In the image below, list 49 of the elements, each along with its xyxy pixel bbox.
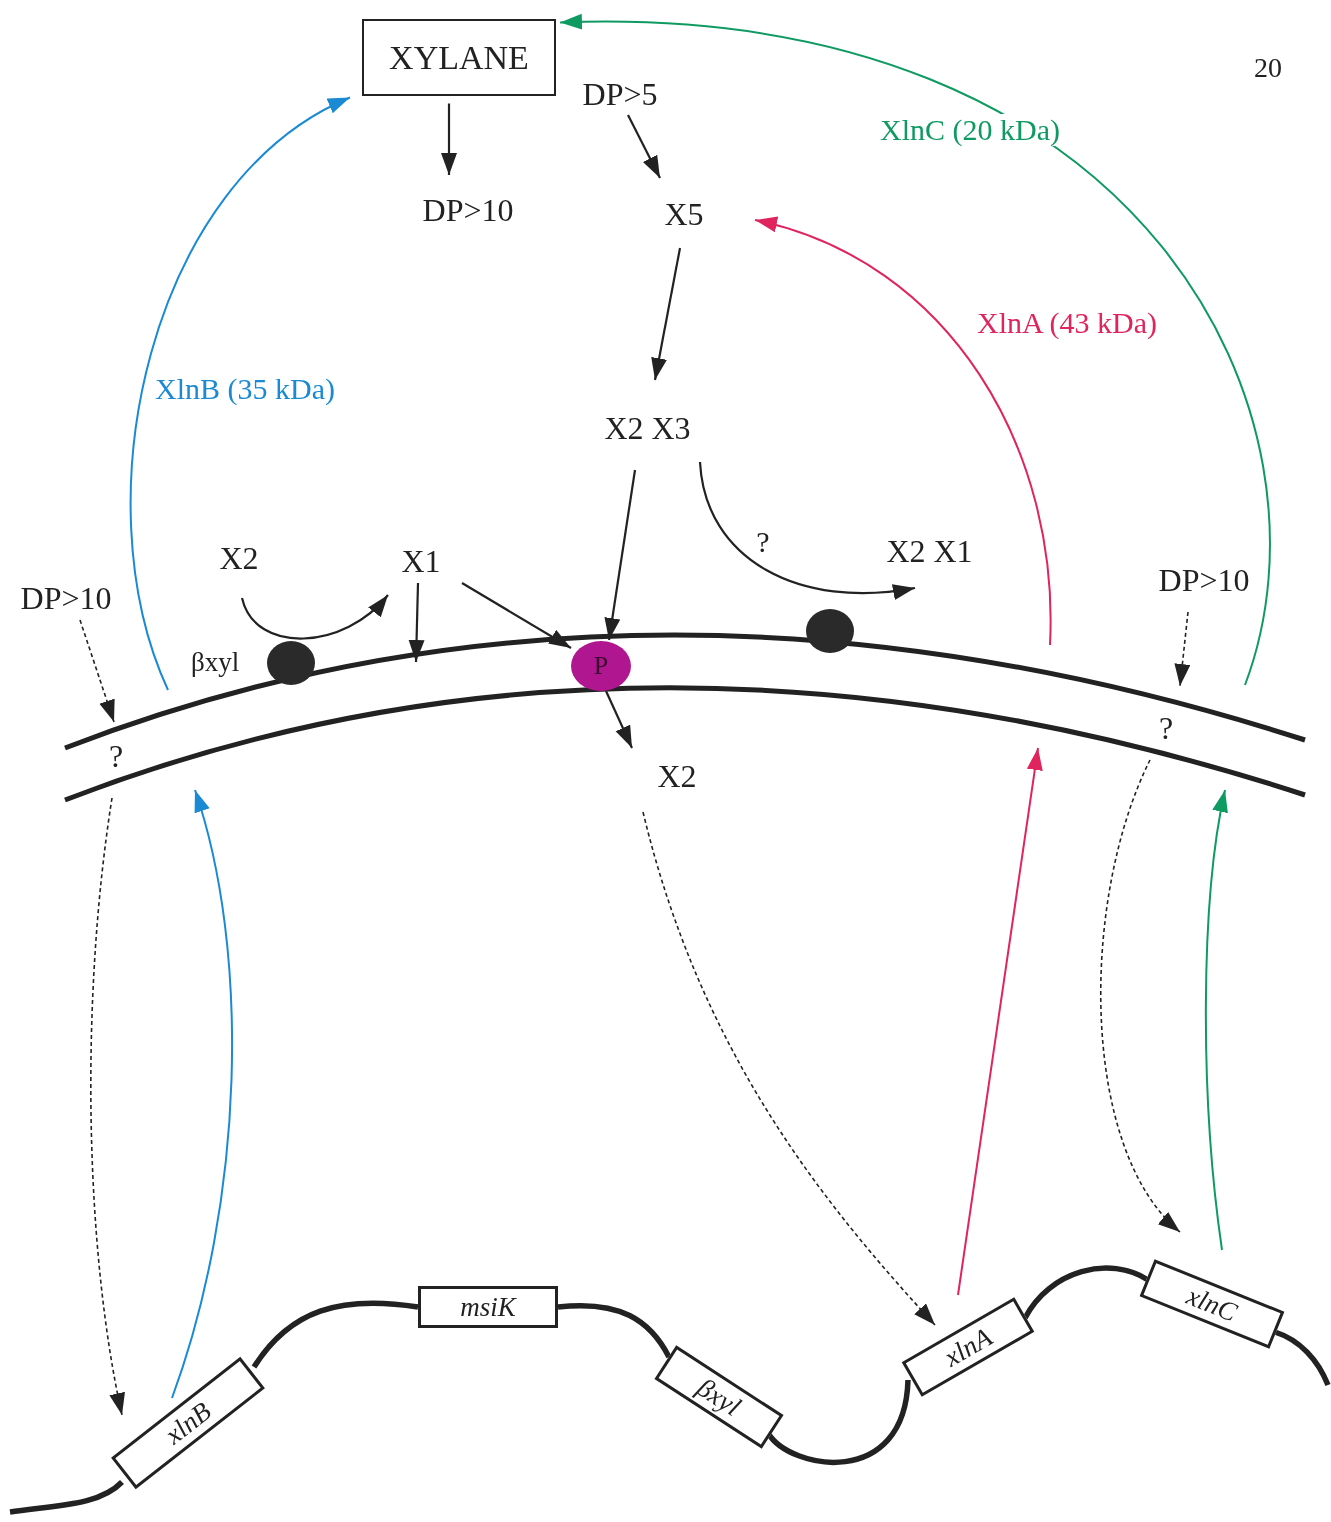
dna-strand [1274, 1329, 1331, 1387]
arrow [559, 15, 1271, 686]
arrow [957, 747, 1043, 1296]
arrow [651, 247, 682, 381]
enzyme-label: βxyl [191, 647, 240, 678]
node-label: XYLANE [389, 40, 529, 75]
metabolite-label: X2 X3 [604, 412, 691, 444]
metabolite-label: DP>10 [1158, 564, 1250, 596]
arrow [130, 96, 351, 691]
gene-box [418, 1286, 558, 1328]
gene-label: βxyl [692, 1373, 746, 1421]
arrow [1204, 789, 1229, 1251]
dna-strand [251, 1300, 419, 1369]
metabolite-label: DP>10 [20, 582, 112, 614]
gene-label: msiK [460, 1293, 516, 1321]
enzyme-circle [806, 609, 854, 653]
dna-strand [9, 1479, 124, 1515]
arrow [90, 797, 126, 1416]
gene-label: xlnA [939, 1322, 997, 1372]
protein-circle [571, 641, 631, 691]
arrow [605, 690, 633, 749]
arrow [171, 789, 233, 1399]
arrow [1174, 611, 1191, 687]
dna-strand [1022, 1265, 1150, 1320]
metabolite-label: DP>5 [582, 78, 658, 110]
metabolite-label: X2 [219, 542, 259, 574]
arrow [698, 461, 916, 599]
arrow [627, 114, 661, 179]
metabolite-label: X5 [664, 198, 704, 230]
arrow [1100, 759, 1181, 1233]
metabolite-label: ? [108, 740, 124, 772]
metabolite-label: X2 X1 [886, 535, 973, 567]
arrow [461, 582, 572, 649]
process-box [362, 19, 556, 96]
metabolite-label: ? [1158, 712, 1174, 744]
arrow [441, 103, 457, 175]
arrow [754, 218, 1051, 646]
metabolite-label: X2 [657, 760, 697, 792]
arrow [79, 619, 115, 723]
gene-label: xlnB [160, 1397, 216, 1449]
arrow [240, 594, 389, 640]
dna-strand [557, 1302, 672, 1359]
arrow [604, 469, 637, 641]
arrow [408, 582, 425, 663]
metabolite-label: DP>10 [422, 194, 514, 226]
arrow [642, 811, 936, 1326]
protein-label: P [593, 653, 609, 679]
gene-label: xlnC [1183, 1281, 1241, 1327]
metabolite-label: X1 [401, 545, 441, 577]
